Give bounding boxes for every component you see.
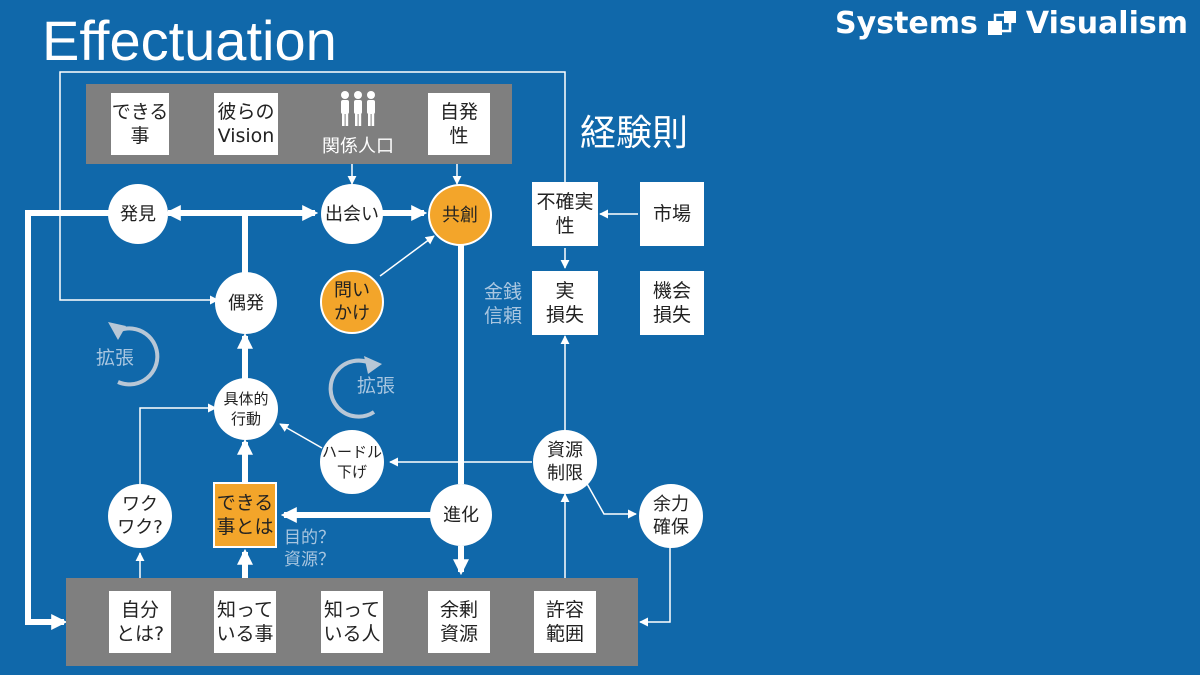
market-box: 市場 xyxy=(640,182,704,246)
autonomy-line-2: 性 xyxy=(449,125,469,147)
concrete-action-node: 具体的 行動 xyxy=(214,378,278,440)
excitement-action-arrow xyxy=(139,403,217,484)
what-can-do-node: できる 事とは xyxy=(213,482,277,548)
opportunity-loss-line-2: 損失 xyxy=(652,304,691,326)
uncertainty-box: 不確実 性 xyxy=(532,182,598,246)
encounter-node: 出会い xyxy=(321,184,383,244)
question-line-1: 問い xyxy=(334,280,370,301)
what-can-do-line-1: できる xyxy=(216,492,274,514)
resource-limit-node: 資源 制限 xyxy=(533,430,597,494)
concrete-action-line-2: 行動 xyxy=(230,410,261,428)
secure-margin-line-1: 余力 xyxy=(653,494,689,515)
what-can-do-line-2: 事とは xyxy=(216,516,274,538)
expand-center-cycle-icon xyxy=(328,356,382,419)
people-icon xyxy=(341,91,375,126)
actual-loss-line-1: 実 xyxy=(555,280,575,302)
uncertainty-line-2: 性 xyxy=(555,215,575,237)
secure-margin-line-2: 確保 xyxy=(653,517,689,538)
brand-left: Systems xyxy=(835,6,978,41)
expand-center-label: 拡張 xyxy=(357,375,396,397)
excitement-line-2: ワク? xyxy=(117,517,163,538)
market-label: 市場 xyxy=(652,203,691,225)
question-line-2: かけ xyxy=(334,303,370,324)
money-trust-label: 金銭 信頼 xyxy=(484,280,522,328)
opportunity-loss-box: 機会 損失 xyxy=(640,271,704,335)
related-population-group: 関係人口 xyxy=(308,90,408,158)
hurdle-action-arrow xyxy=(279,423,323,449)
who-i-know-line-1: 知って xyxy=(323,599,381,621)
who-i-know-line-2: いる人 xyxy=(323,623,381,645)
acceptable-range-line-1: 許容 xyxy=(545,599,584,621)
trust-label: 信頼 xyxy=(484,305,523,327)
concrete-action-line-1: 具体的 xyxy=(223,390,269,408)
what-i-know-line-1: 知って xyxy=(216,599,274,621)
autonomy-box: 自発 性 xyxy=(428,93,490,155)
page-title: Effectuation xyxy=(42,9,337,72)
purpose-resource-label: 目的？ 資源？ xyxy=(284,527,335,571)
acceptable-range-line-2: 範囲 xyxy=(545,623,584,645)
actual-loss-box: 実 損失 xyxy=(532,271,598,335)
surplus-resources-box: 余剰 資源 xyxy=(428,591,490,653)
can-do-box: できる 事 xyxy=(111,93,169,155)
what-i-know-box: 知って いる事 xyxy=(214,591,276,653)
encounter-label: 出会い xyxy=(325,203,379,225)
secure-margin-node: 余力 確保 xyxy=(639,484,703,548)
purpose-label: 目的？ xyxy=(284,528,335,548)
excitement-line-1: ワク xyxy=(122,494,158,515)
brand-right: Visualism xyxy=(1025,6,1188,41)
expand-left-label: 拡張 xyxy=(96,347,135,369)
lower-hurdle-node: ハードル 下げ xyxy=(320,430,384,494)
their-vision-line-2: Vision xyxy=(217,125,275,147)
can-do-line-2: 事 xyxy=(130,125,150,147)
who-i-know-box: 知って いる人 xyxy=(321,591,383,653)
serendipity-label: 偶発 xyxy=(228,292,264,314)
serendipity-node: 偶発 xyxy=(215,272,277,334)
autonomy-line-1: 自発 xyxy=(439,101,478,123)
question-cocreation-arrow xyxy=(379,235,435,277)
margin-panel-arrow xyxy=(639,546,671,627)
rule-of-thumb-label: 経験則 xyxy=(580,113,689,154)
what-i-know-line-2: いる事 xyxy=(216,623,274,645)
discovery-to-panel-line xyxy=(25,210,110,630)
surplus-resources-line-1: 余剰 xyxy=(439,599,478,621)
evolution-node: 進化 xyxy=(430,484,492,546)
limit-margin-arrow xyxy=(585,481,637,519)
expand-left-cycle-icon xyxy=(108,322,160,387)
resource-label: 資源？ xyxy=(284,550,335,570)
brand: Systems Visualism xyxy=(835,6,1188,41)
question-node: 問い かけ xyxy=(320,270,384,334)
evolution-label: 進化 xyxy=(443,504,479,526)
surplus-resources-line-2: 資源 xyxy=(439,623,478,645)
co-creation-node: 共創 xyxy=(428,184,492,246)
who-am-i-line-2: とは? xyxy=(115,623,165,645)
their-vision-box: 彼らの Vision xyxy=(214,93,278,155)
outer-feedback-line xyxy=(59,71,566,305)
lower-hurdle-line-2: 下げ xyxy=(336,463,367,481)
resource-limit-line-1: 資源 xyxy=(547,440,583,461)
who-am-i-box: 自分 とは? xyxy=(109,591,171,653)
actual-loss-line-2: 損失 xyxy=(545,304,584,326)
excitement-node: ワク ワク? xyxy=(108,484,172,548)
their-vision-line-1: 彼らの xyxy=(217,101,275,123)
acceptable-range-box: 許容 範囲 xyxy=(534,591,596,653)
opportunity-loss-line-1: 機会 xyxy=(652,280,691,302)
money-label: 金銭 xyxy=(484,281,523,303)
can-do-line-1: できる xyxy=(111,101,169,123)
brand-logo-icon xyxy=(987,10,1016,35)
lower-hurdle-line-1: ハードル xyxy=(321,443,382,461)
co-creation-label: 共創 xyxy=(442,204,478,226)
discovery-node: 発見 xyxy=(108,184,168,244)
uncertainty-line-1: 不確実 xyxy=(536,191,594,213)
related-population-label: 関係人口 xyxy=(322,136,394,157)
resource-limit-line-2: 制限 xyxy=(547,463,583,484)
discovery-label: 発見 xyxy=(120,203,156,225)
who-am-i-line-1: 自分 xyxy=(120,599,159,621)
